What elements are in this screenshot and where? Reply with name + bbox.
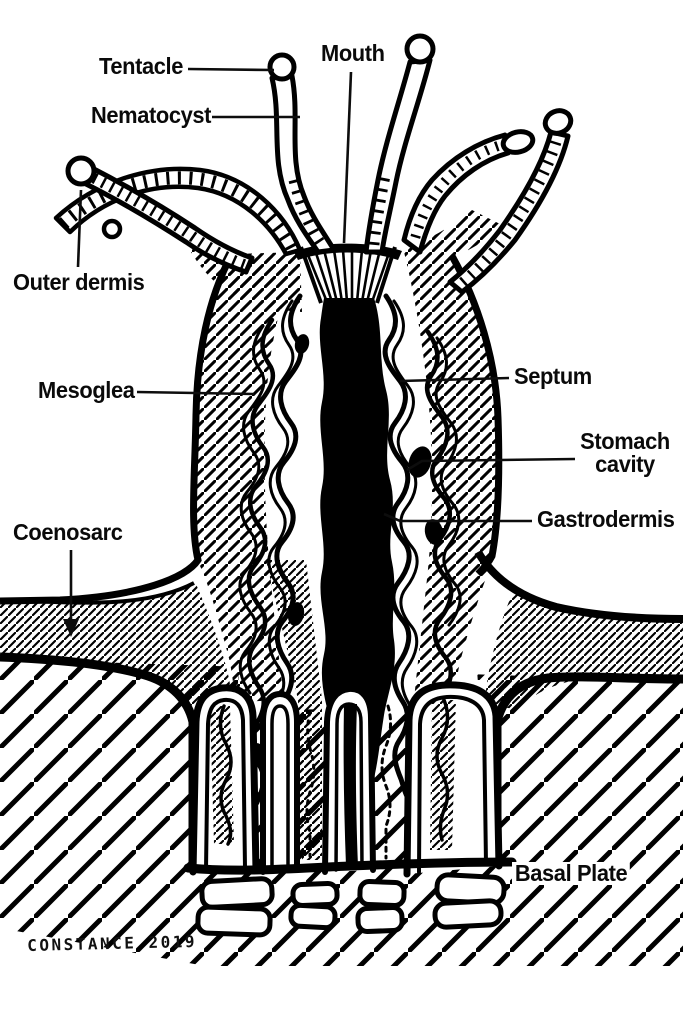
septum-node (287, 602, 305, 626)
label-tentacle: Tentacle (99, 53, 184, 79)
basal-arches (189, 681, 503, 878)
label-outer-dermis: Outer dermis (13, 269, 145, 295)
septa-lines (238, 293, 462, 808)
septum-wave-right-outer (424, 329, 454, 702)
gap-wave (380, 704, 393, 860)
label-septum: Septum (514, 363, 592, 389)
label-mouth: Mouth (321, 40, 385, 66)
coenosarc-arrowhead (63, 619, 79, 637)
label-nematocyst: Nematocyst (91, 102, 212, 128)
arch-right-wide-wave (435, 698, 450, 842)
pharynx-striations (304, 249, 392, 303)
tentacle-upright-right (363, 57, 433, 255)
septum-wave-left-inner-double (267, 299, 295, 748)
leader-outer-dermis (76, 189, 83, 268)
septum-wave-right-outer-double (434, 336, 462, 627)
basal-plate-piece (290, 881, 340, 908)
interarch-dashline (305, 710, 316, 858)
septum-node (424, 519, 444, 545)
tentacle-tip-club (500, 129, 536, 155)
basal-plate-piece (355, 905, 405, 934)
septum-node (294, 334, 310, 354)
leader-lines (63, 67, 576, 637)
label-mesoglea: Mesoglea (38, 377, 135, 403)
basal-plate-piece (199, 876, 275, 910)
arch-narrow-1-inner (270, 704, 290, 872)
arch-right-wide-inner (417, 694, 488, 874)
label-basal-plate: Basal Plate (512, 862, 631, 885)
outer-dermis-line-left (0, 252, 236, 605)
tentacle-rungs (456, 140, 562, 290)
basal-plate-piece (357, 879, 407, 908)
coenosarc-band-left (0, 584, 234, 710)
tentacle-tip-bulb (404, 33, 436, 65)
coenosarc-top-line-right (474, 549, 683, 623)
tentacle-rungs (288, 178, 329, 252)
arch-narrow-1 (260, 690, 300, 875)
tentacle-upright-left (269, 73, 337, 255)
basal-plates (195, 872, 507, 938)
arch-left-wide-wave (218, 704, 233, 846)
tentacle-tip-bulb (267, 52, 297, 82)
septum-wave-left-outer-double (238, 324, 266, 695)
septum-wave-right-inner-double (391, 299, 419, 709)
septum-wave-right-inner (382, 293, 414, 806)
tentacle-rungs (409, 141, 500, 244)
mesoglea-right (404, 252, 499, 702)
leader-septum (399, 376, 510, 383)
substrate-boundary-left (0, 652, 198, 868)
label-gastrodermis: Gastrodermis (537, 506, 675, 532)
label-stomach-cavity: Stomach cavity (569, 428, 681, 478)
arch-left-wide-hatch (210, 706, 234, 844)
label-stomach-line1: Stomach (580, 428, 670, 454)
coenosarc-band (0, 549, 683, 868)
leader-mesoglea (136, 390, 255, 396)
basal-plate-piece (432, 898, 504, 930)
leader-tentacle (187, 67, 275, 72)
tentacle-tip-bulb (65, 155, 97, 187)
leader-mouth (342, 71, 353, 244)
label-stomach-line2: cavity (595, 451, 655, 478)
basal-plate-piece (288, 902, 338, 931)
nematocyst-bump (101, 218, 123, 240)
substrate-boundary-right (492, 672, 683, 866)
basal-plate-piece (195, 904, 273, 938)
arch-center-dark-fold (343, 704, 358, 866)
tentacle-right-tall (447, 129, 571, 295)
tentacles (53, 33, 574, 295)
label-coenosarc: Coenosarc (13, 519, 123, 545)
tentacle-tip-bulb (542, 108, 574, 136)
leader-gastrodermis (383, 512, 532, 523)
mesoglea-left (193, 252, 302, 702)
arch-left-wide-inner (204, 697, 247, 872)
basal-dark-line (183, 857, 517, 875)
leader-stomach-cavity (406, 457, 576, 472)
